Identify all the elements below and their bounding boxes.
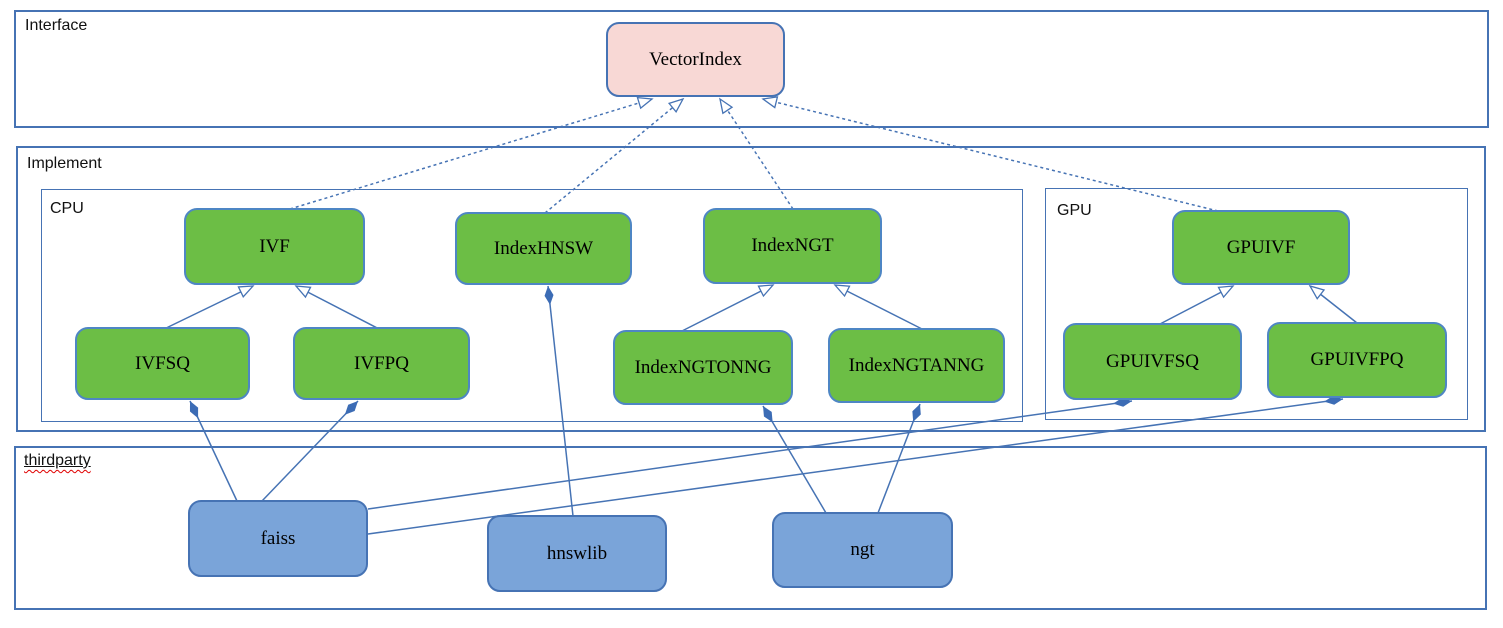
node-indexngtonng[interactable]: IndexNGTONNG [613, 330, 793, 405]
node-label-gpuivfpq: GPUIVFPQ [1310, 349, 1404, 370]
section-label-gpu: GPU [1057, 202, 1092, 219]
node-label-faiss: faiss [260, 527, 296, 549]
node-label-indexngt: IndexNGT [751, 235, 834, 256]
section-label-implement: Implement [27, 155, 102, 172]
node-gpuivf[interactable]: GPUIVF [1172, 210, 1350, 285]
node-label-vectorindex: VectorIndex [649, 48, 742, 70]
node-label-indexhnsw: IndexHNSW [493, 237, 594, 259]
node-label-ngt: ngt [850, 539, 875, 560]
node-ivf[interactable]: IVF [184, 208, 365, 285]
section-label-cpu: CPU [50, 200, 84, 217]
node-label-ivfpq: IVFPQ [354, 352, 409, 374]
node-label-gpuivf: GPUIVF [1226, 236, 1296, 258]
node-ivfsq[interactable]: IVFSQ [75, 327, 250, 400]
node-indexhnsw[interactable]: IndexHNSW [455, 212, 632, 285]
node-label-hnswlib: hnswlib [546, 542, 608, 564]
node-faiss[interactable]: faiss [188, 500, 368, 577]
node-label-ivfsq: IVFSQ [135, 352, 190, 374]
node-label-ivf: IVF [259, 235, 290, 257]
node-gpuivfsq[interactable]: GPUIVFSQ [1063, 323, 1242, 400]
node-label-indexngtonng: IndexNGTONNG [634, 356, 772, 378]
node-label-gpuivfsq: GPUIVFSQ [1106, 350, 1199, 372]
node-gpuivfpq[interactable]: GPUIVFPQ [1267, 322, 1447, 398]
spellcheck-underline: thirdparty [24, 452, 91, 469]
section-label-thirdparty: thirdparty [24, 452, 91, 470]
node-ngt[interactable]: ngt [772, 512, 953, 588]
node-indexngtanng[interactable]: IndexNGTANNG [828, 328, 1005, 403]
node-label-indexngtanng: IndexNGTANNG [848, 354, 985, 376]
node-hnswlib[interactable]: hnswlib [487, 515, 667, 592]
node-ivfpq[interactable]: IVFPQ [293, 327, 470, 400]
node-indexngt[interactable]: IndexNGT [703, 208, 882, 284]
section-label-interface: Interface [25, 17, 88, 34]
node-vectorindex[interactable]: VectorIndex [606, 22, 785, 97]
